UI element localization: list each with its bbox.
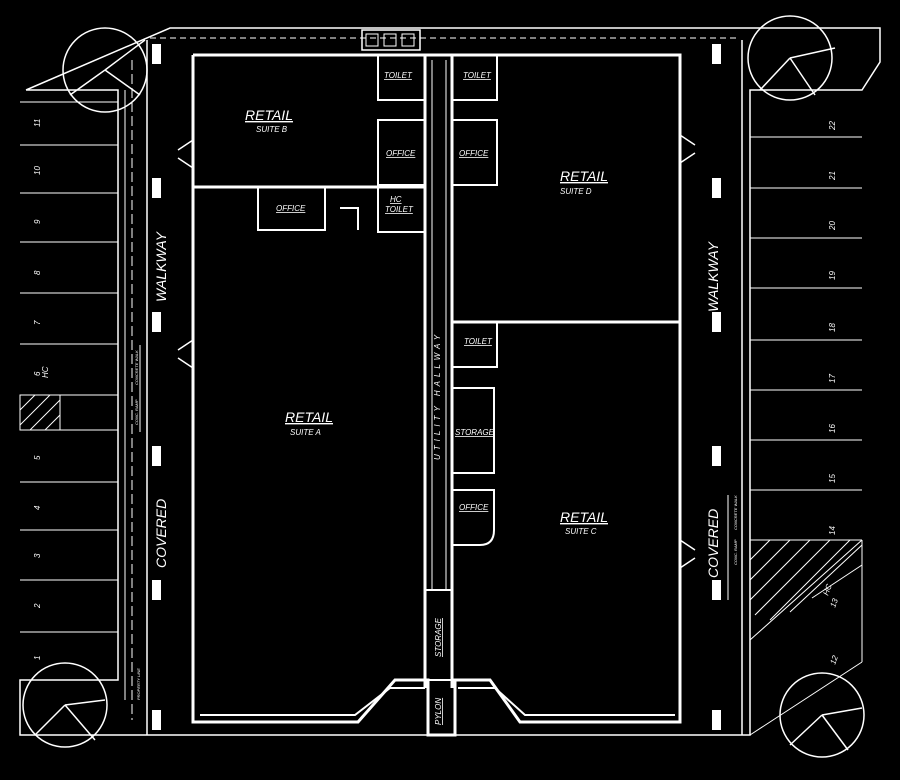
- stall-number: 20: [828, 221, 837, 231]
- storage-right: [451, 387, 495, 474]
- door-suite-b: [177, 139, 194, 169]
- toilet-label-left: TOILET: [384, 71, 413, 80]
- tree-island-bottom-right: [779, 672, 865, 758]
- office-left: [377, 119, 426, 186]
- stall-number: 19: [828, 271, 837, 280]
- storefront-c: [458, 687, 675, 716]
- toilet-label-right: TOILET: [463, 71, 492, 80]
- office-label-left: OFFICE: [386, 149, 416, 158]
- stall-number: 9: [33, 219, 42, 224]
- stall-hc-label: HC: [821, 583, 833, 597]
- walkway-label-right: WALKWAY: [705, 240, 721, 312]
- door-suite-c: [679, 539, 696, 569]
- site-linework: [19, 15, 881, 758]
- stall-number: 15: [828, 474, 837, 483]
- suite-d-title: RETAIL: [560, 168, 608, 184]
- stall-number: 17: [828, 374, 837, 383]
- conc-ramp-note-left: CONC. RAMP: [134, 399, 139, 425]
- tree-island-top-left: [62, 27, 148, 113]
- meter-box-3: [401, 33, 415, 47]
- parking-numbers-left: 11 10 9 8 7 6 HC 5 4 3 2 1: [33, 119, 50, 660]
- property-line-note: PROPERTY LINE: [136, 668, 141, 700]
- stall-number: 7: [33, 320, 42, 325]
- tree-island-bottom-left: [22, 662, 108, 748]
- column-markers: [152, 44, 721, 730]
- hc-toilet-room: [377, 186, 426, 233]
- office-a-wall: [340, 207, 359, 230]
- suite-d-subtitle: SUITE D: [560, 187, 592, 196]
- storage-hall: [424, 589, 453, 681]
- stall-number: 2: [33, 603, 42, 609]
- stall-number: 13: [828, 597, 840, 609]
- stall-number: 3: [33, 553, 42, 558]
- office-c-label: OFFICE: [459, 503, 489, 512]
- hc-label: HC: [390, 195, 402, 204]
- walkway-label-left: WALKWAY: [153, 230, 169, 302]
- stall-number: 16: [828, 424, 837, 433]
- stall-number: 5: [33, 455, 42, 460]
- conc-ramp-note-right: CONC. RAMP: [733, 539, 738, 565]
- storefront-a: [200, 687, 425, 716]
- stall-number: 6: [33, 371, 42, 376]
- stall-number: 18: [828, 323, 837, 332]
- storage-label-right: STORAGE: [455, 428, 495, 437]
- covered-label-right: COVERED: [705, 509, 721, 578]
- concrete-walk-note-right: CONCRETE WALK: [733, 495, 738, 530]
- stall-number: 22: [828, 121, 837, 131]
- door-suite-a: [177, 339, 194, 369]
- suite-c-subtitle: SUITE C: [565, 527, 597, 536]
- room-labels: RETAIL SUITE B RETAIL SUITE A RETAIL SUI…: [134, 71, 738, 725]
- suite-a-subtitle: SUITE A: [290, 428, 321, 437]
- storage-hall-label: STORAGE: [434, 617, 443, 657]
- toilet-left-top: [377, 54, 426, 101]
- stall-number: 8: [33, 270, 42, 275]
- office-label-right: OFFICE: [459, 149, 489, 158]
- stall-number: 1: [33, 656, 42, 660]
- stall-number: 11: [33, 119, 42, 127]
- building-outline: [191, 53, 682, 737]
- door-suite-d: [679, 134, 696, 164]
- toilet-right-mid: [451, 321, 498, 368]
- parking-stalls-right: [749, 136, 863, 736]
- toilet-mid-label: TOILET: [464, 337, 493, 346]
- stall-number: 14: [828, 526, 837, 535]
- suite-b-subtitle: SUITE B: [256, 125, 288, 134]
- stall-number: 10: [33, 166, 42, 175]
- stall-hc-label: HC: [41, 366, 50, 378]
- suite-a-title: RETAIL: [285, 409, 333, 425]
- equipment-pad: [361, 29, 421, 51]
- suite-b-title: RETAIL: [245, 107, 293, 123]
- hc-toilet-label: TOILET: [385, 205, 414, 214]
- toilet-right-top: [451, 54, 498, 101]
- parking-numbers-right: 22 21 20 19 18 17 16 15 14 13 HC 12: [821, 121, 840, 666]
- office-a: [257, 187, 326, 231]
- office-a-label: OFFICE: [276, 204, 306, 213]
- hc-hatch-right: [749, 539, 863, 621]
- office-right: [451, 119, 498, 186]
- pylon-label: PYLON: [434, 698, 443, 725]
- tree-island-top-right: [747, 15, 836, 101]
- utility-hallway-label: UTILITY HALLWAY: [433, 331, 442, 460]
- office-c: [452, 489, 495, 546]
- stall-number: 4: [33, 505, 42, 510]
- covered-label-left: COVERED: [153, 499, 169, 568]
- stall-number: 21: [828, 171, 837, 181]
- concrete-walk-note-left: CONCRETE WALK: [134, 350, 139, 385]
- suite-c-title: RETAIL: [560, 509, 608, 525]
- meter-box-2: [383, 33, 397, 47]
- hc-hatch-left: [19, 394, 61, 431]
- stall-number: 12: [828, 654, 840, 666]
- meter-box-1: [365, 33, 379, 47]
